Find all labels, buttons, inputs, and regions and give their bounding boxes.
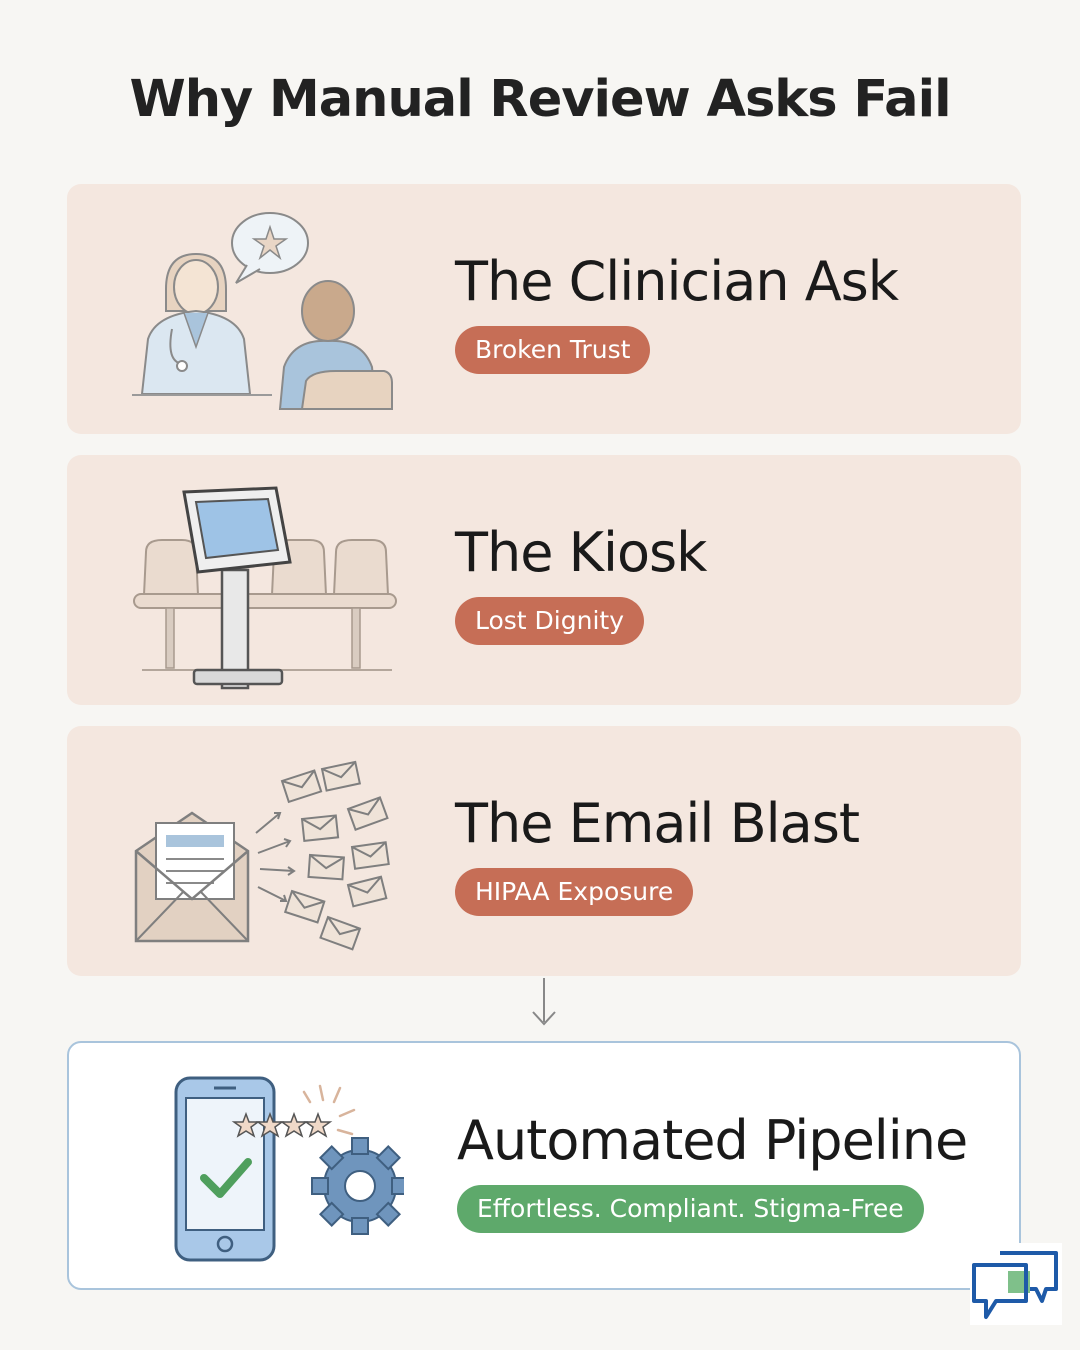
card-clinician-ask: The Clinician Ask Broken Trust xyxy=(67,184,1021,434)
status-badge: HIPAA Exposure xyxy=(455,868,694,916)
card-email-blast: The Email Blast HIPAA Exposure xyxy=(67,726,1021,976)
status-badge: Broken Trust xyxy=(455,326,651,374)
card-title: The Kiosk xyxy=(455,521,707,584)
clinician-patient-icon xyxy=(132,212,393,410)
kiosk-icon xyxy=(133,486,397,690)
card-kiosk: The Kiosk Lost Dignity xyxy=(67,455,1021,705)
card-title: The Clinician Ask xyxy=(455,250,899,313)
arrow-down-icon xyxy=(532,978,556,1026)
status-badge: Lost Dignity xyxy=(455,597,645,645)
phone-check-gear-icon xyxy=(174,1076,404,1262)
email-blast-icon xyxy=(134,760,390,951)
chat-bubbles-icon xyxy=(970,1243,1062,1325)
page-title: Why Manual Review Asks Fail xyxy=(129,70,951,129)
status-badge: Effortless. Compliant. Stigma-Free xyxy=(457,1185,924,1233)
card-title: Automated Pipeline xyxy=(457,1109,968,1172)
card-title: The Email Blast xyxy=(455,792,860,855)
card-automated-pipeline: Automated Pipeline Effortless. Compliant… xyxy=(67,1041,1021,1290)
